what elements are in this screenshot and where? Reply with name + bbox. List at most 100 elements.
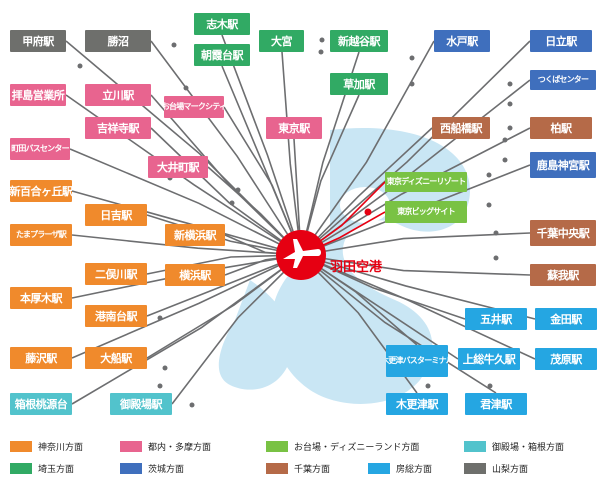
junction-dot <box>486 202 492 208</box>
station-ofuna: 大船駅 <box>85 347 147 369</box>
station-machida: 町田バスセンター <box>10 138 70 160</box>
route-line <box>300 254 536 360</box>
legend-item: 千葉方面 <box>266 462 330 475</box>
station-tamaplaza: たまプラーザ駅 <box>10 224 72 246</box>
junction-dot <box>162 365 168 371</box>
route-line <box>69 148 302 256</box>
station-disney: 東京ディズニーリゾート <box>385 172 467 192</box>
junction-dot <box>507 81 513 87</box>
station-konandai: 港南台駅 <box>85 305 147 327</box>
junction-dot <box>507 101 513 107</box>
station-kofu: 甲府駅 <box>10 30 66 52</box>
station-kichijoji: 吉祥寺駅 <box>85 117 151 139</box>
junction-dot <box>409 81 415 87</box>
legend-label: お台場・ディズニーランド方面 <box>294 443 420 453</box>
station-yokohama: 横浜駅 <box>165 264 225 286</box>
station-kaneda: 金田駅 <box>535 308 597 330</box>
route-line <box>300 127 433 256</box>
junction-dot <box>77 63 83 69</box>
junction-dot <box>235 187 241 193</box>
route-line <box>300 94 360 256</box>
station-kashiwa: 柏駅 <box>530 117 592 139</box>
airplane-icon <box>283 239 321 268</box>
legend-swatch <box>368 463 390 474</box>
legend-swatch <box>120 441 142 452</box>
route-line <box>223 106 302 256</box>
junction-dot <box>507 125 513 131</box>
junction-dot <box>486 172 492 178</box>
legend-label: 千葉方面 <box>294 465 331 475</box>
legend-item: 房総方面 <box>368 462 432 475</box>
station-shinkoshigaya: 新越谷駅 <box>330 30 388 52</box>
station-hitachi: 日立駅 <box>530 30 592 52</box>
legend-label: 神奈川方面 <box>38 443 84 453</box>
station-tsukuba: つくばセンター <box>530 70 596 90</box>
legend-label: 都内・多摩方面 <box>148 443 212 453</box>
junction-dot <box>183 85 189 91</box>
station-asakadai: 朝霞台駅 <box>194 44 250 66</box>
station-hiyoshi: 日吉駅 <box>85 204 147 226</box>
legend-item: 御殿場・箱根方面 <box>464 440 564 453</box>
legend-swatch <box>464 463 486 474</box>
station-soga: 蘇我駅 <box>530 264 596 286</box>
junction-dot <box>157 315 163 321</box>
station-omiya: 大宮 <box>259 30 304 52</box>
station-hakone: 箱根桃源台 <box>10 393 72 415</box>
station-mito: 水戸駅 <box>434 30 490 52</box>
legend-label: 埼玉方面 <box>38 465 75 475</box>
route-line <box>300 40 531 256</box>
junction-dot <box>319 37 325 43</box>
station-chibachuo: 千葉中央駅 <box>530 220 596 246</box>
station-bigsight: 東京ビッグサイト <box>385 201 467 223</box>
junction-dot <box>157 383 163 389</box>
route-line <box>71 254 302 359</box>
station-honatsugi: 本厚木駅 <box>10 287 72 309</box>
junction-dot <box>409 55 415 61</box>
legend-swatch <box>464 441 486 452</box>
station-gotemba: 御殿場駅 <box>110 393 172 415</box>
junction-dot <box>502 137 508 143</box>
station-nishifunabashi: 西船橋駅 <box>432 117 490 139</box>
legend-item: 埼玉方面 <box>10 462 74 475</box>
legend-label: 房総方面 <box>396 465 433 475</box>
legend-swatch <box>266 441 288 452</box>
legend-label: 御殿場・箱根方面 <box>492 443 565 453</box>
station-kashima: 鹿島神宮駅 <box>530 152 596 178</box>
station-kisarazu_bt: 木更津バスターミナル <box>386 345 448 377</box>
route-line <box>171 254 302 405</box>
route-line <box>300 254 536 320</box>
route-line <box>281 51 302 256</box>
route-line <box>300 232 531 256</box>
legend-swatch <box>266 463 288 474</box>
route-line <box>300 127 531 256</box>
station-odaiba_mark: お台場マークシティ <box>164 96 224 118</box>
station-goi: 五井駅 <box>465 308 527 330</box>
junction-dot <box>487 383 493 389</box>
legend-item: 都内・多摩方面 <box>120 440 211 453</box>
junction-dot <box>171 42 177 48</box>
station-shinyokohama: 新横浜駅 <box>165 224 225 246</box>
legend-swatch <box>10 441 32 452</box>
route-line <box>300 40 435 256</box>
junction-dot <box>493 230 499 236</box>
junction-dot <box>493 255 499 261</box>
route-line <box>150 127 302 256</box>
station-shinyurigaoka: 新百合ヶ丘駅 <box>10 180 72 202</box>
bay-water-west <box>218 280 293 390</box>
legend-swatch <box>10 463 32 474</box>
station-fujisawa: 藤沢駅 <box>10 347 72 369</box>
station-shiki: 志木駅 <box>194 13 250 35</box>
route-line <box>300 254 531 276</box>
junction-dot <box>425 383 431 389</box>
station-ooimachi: 大井町駅 <box>148 156 208 178</box>
station-tachikawa: 立川駅 <box>85 84 151 106</box>
legend-item: 山梨方面 <box>464 462 528 475</box>
junction-dot <box>189 402 195 408</box>
legend-item: 茨城方面 <box>120 462 184 475</box>
station-katsunuma: 勝沼 <box>85 30 151 52</box>
station-kazusaushiku: 上総牛久駅 <box>458 348 520 370</box>
haneda-airport-label: 羽田空港 <box>330 260 383 275</box>
route-line <box>150 40 302 256</box>
